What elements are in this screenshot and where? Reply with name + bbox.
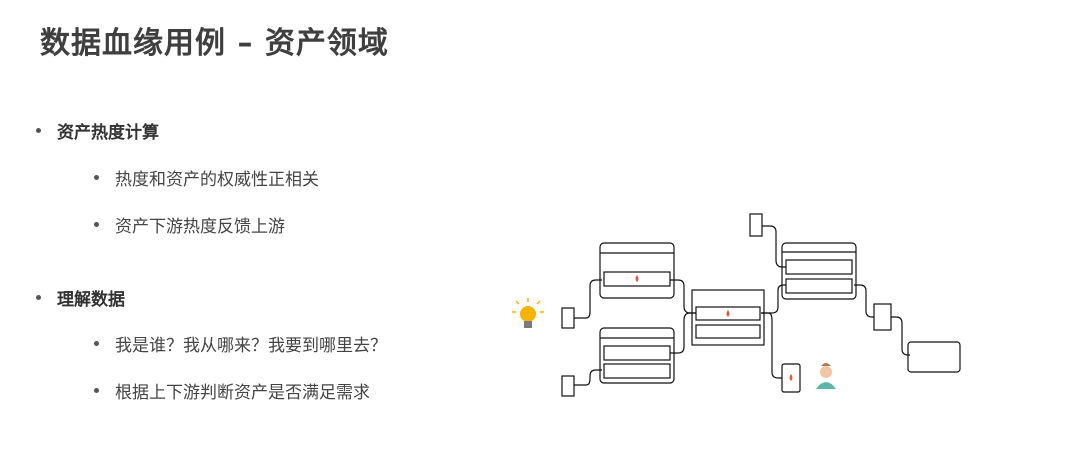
intermediate-node (873, 303, 892, 331)
table-node (599, 327, 675, 384)
flame-icon (635, 275, 639, 282)
table-node (691, 289, 765, 346)
bullet-dot (36, 295, 41, 300)
card-node (781, 363, 801, 393)
bullet-dot (94, 222, 99, 227)
list-item-text: 我是谁？我从哪来？我要到哪里去？ (115, 336, 387, 356)
list-item: 热度和资产的权威性正相关 (94, 165, 319, 190)
page-title: 数据血缘用例 – 资产领域 (40, 26, 389, 61)
list-item-text: 资产下游热度反馈上游 (115, 217, 285, 237)
table-row (603, 345, 671, 361)
lightbulb-icon (512, 298, 544, 328)
source-node (561, 307, 575, 329)
table-node (599, 242, 675, 299)
user-avatar-icon (816, 363, 836, 389)
table-row (785, 259, 853, 275)
bullet-dot (94, 388, 99, 393)
source-node (561, 375, 575, 397)
table-row (695, 324, 761, 339)
list-item: 根据上下游判断资产是否满足需求 (94, 378, 370, 403)
section-asset-heat: 资产热度计算 (36, 118, 159, 143)
list-item: 资产下游热度反馈上游 (94, 212, 285, 237)
lineage-edge (574, 279, 602, 319)
list-item: 我是谁？我从哪来？我要到哪里去？ (94, 331, 387, 356)
source-node (749, 213, 763, 237)
sink-node (907, 341, 961, 373)
table-row (603, 271, 671, 287)
lineage-edge (891, 316, 910, 356)
lineage-edge (761, 312, 782, 379)
bullet-dot (94, 175, 99, 180)
bullet-dot (94, 341, 99, 346)
lineage-edge (670, 279, 696, 314)
table-row (695, 306, 761, 321)
lineage-edge (670, 312, 696, 354)
list-item-text: 根据上下游判断资产是否满足需求 (115, 383, 370, 403)
list-item-text: 热度和资产的权威性正相关 (115, 170, 319, 190)
section-understand-data: 理解数据 (36, 285, 125, 310)
table-row (603, 363, 671, 379)
lineage-edge (574, 369, 602, 386)
section-heading: 理解数据 (57, 290, 125, 310)
flame-icon (789, 374, 793, 381)
table-row (785, 278, 853, 294)
lineage-diagram (512, 213, 961, 397)
bullet-dot (36, 128, 41, 133)
table-node (781, 242, 857, 300)
lineage-edge (762, 225, 786, 268)
flame-icon (726, 310, 730, 317)
lineage-edge (854, 284, 874, 318)
section-heading: 资产热度计算 (57, 123, 159, 143)
